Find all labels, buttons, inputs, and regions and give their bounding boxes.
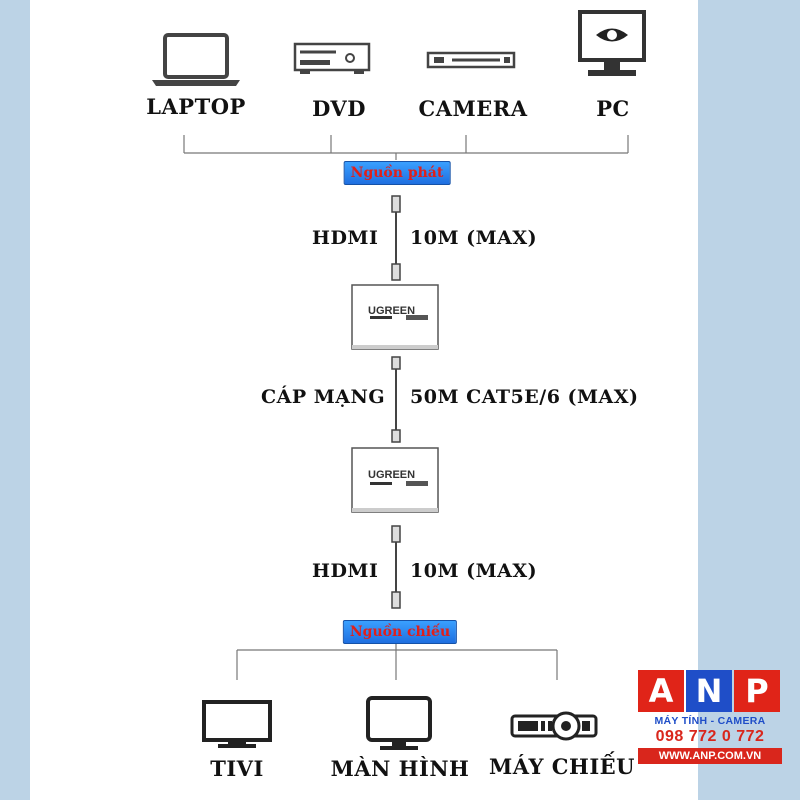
extender-transmitter [351,284,439,350]
label-dvd: DVD [312,96,366,121]
projector-icon [510,711,598,741]
dvd-icon [293,42,371,74]
label-tivi: TIVI [210,756,264,781]
source-bracket [183,135,629,160]
brand-phone: 098 772 0 772 [655,728,765,745]
anp-logo: A N P [638,670,782,712]
label-pc: PC [596,96,630,121]
transmitter-brand: UGREEN [368,305,415,317]
logo-letter-n: N [686,670,732,712]
display-badge: Nguồn chiếu [342,620,458,644]
label-projector: MÁY CHIẾU [489,754,635,779]
label-camera: CAMERA [418,96,528,121]
label-laptop: LAPTOP [146,94,246,119]
anp-brand: A N P MÁY TÍNH - CAMERA 098 772 0 772 WW… [638,670,782,764]
lan-cable [391,356,401,443]
segment2-length: 50M CAT5E/6 (MAX) [410,386,639,408]
tv-icon [202,700,272,748]
segment3-type: HDMI [312,560,379,582]
camera-icon [426,51,516,69]
segment2-type: CÁP MẠNG [261,386,386,408]
segment1-length: 10M (MAX) [410,227,538,249]
logo-letter-p: P [734,670,780,712]
segment3-length: 10M (MAX) [410,560,538,582]
diagram-panel [30,0,698,800]
brand-tagline: MÁY TÍNH - CAMERA [654,715,766,727]
hdmi-cable-2 [391,525,401,609]
extender-receiver [351,447,439,513]
label-monitor: MÀN HÌNH [330,756,470,781]
pc-icon [578,10,646,76]
source-badge: Nguồn phát [343,161,451,185]
brand-website: WWW.ANP.COM.VN [638,748,782,764]
laptop-icon [152,33,240,86]
monitor-icon [366,696,432,750]
segment1-type: HDMI [312,227,379,249]
logo-letter-a: A [638,670,684,712]
hdmi-cable-1 [391,195,401,281]
receiver-brand: UGREEN [368,469,415,481]
display-bracket [236,640,558,680]
